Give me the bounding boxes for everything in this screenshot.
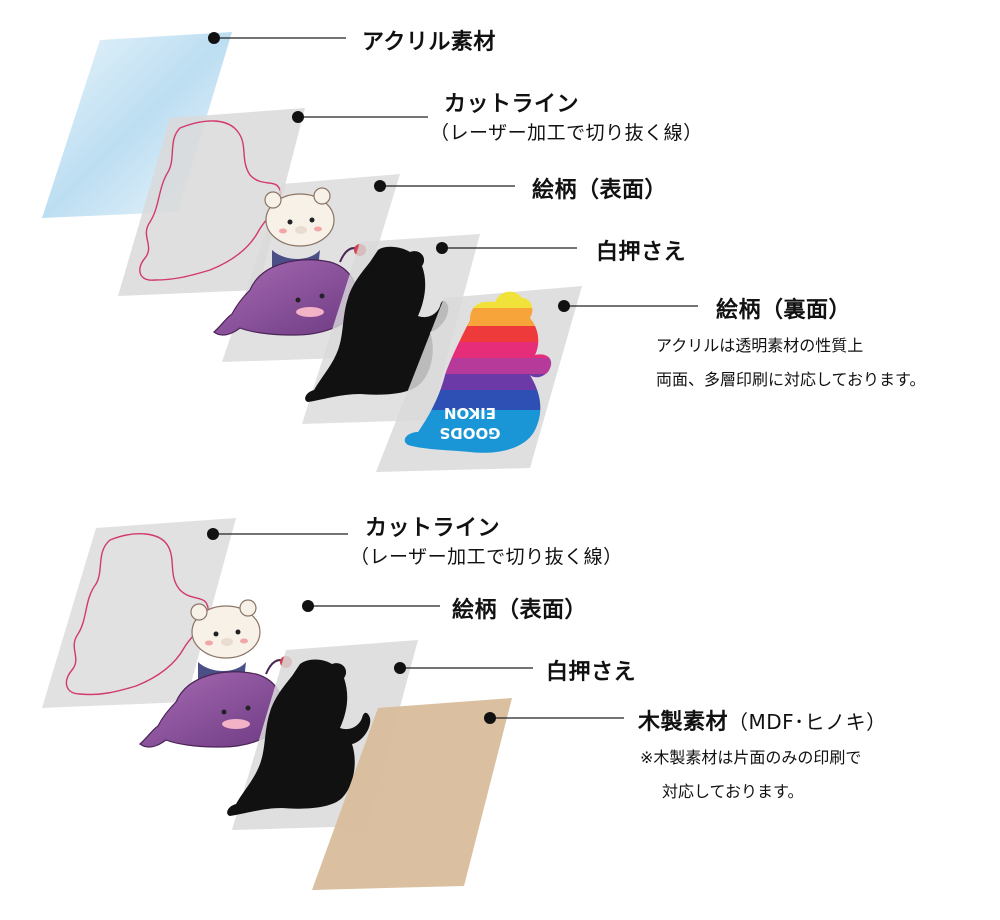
acrylic-back-print-label: 絵柄（裏面） [716, 298, 852, 323]
acrylic-leaders [214, 37, 698, 307]
wood-white-base-label: 白押さえ [546, 660, 637, 685]
wood-material-label: 木製素材（MDF･ヒノキ） [638, 704, 887, 736]
acrylic-back-print-dot [558, 300, 570, 312]
acrylic-cutline-dot [292, 111, 304, 123]
acrylic-material-label: アクリル素材 [362, 30, 496, 55]
wood-cutline-dot [207, 528, 219, 540]
acrylic-cutline-panel [118, 108, 305, 296]
wood-material-title: 木製素材 [638, 710, 729, 735]
wood-note-line-2: 対応しております。 [662, 782, 804, 801]
wood-front-print-dot [302, 600, 314, 612]
wood-leaders [213, 533, 624, 719]
acrylic-front-print-label: 絵柄（表面） [532, 178, 668, 203]
acrylic-back-print-panel: EIKON GOODS [376, 286, 582, 472]
wood-cutline-panel [42, 518, 236, 708]
wood-note-line-1: ※木製素材は片面のみの印刷で [640, 748, 862, 767]
wood-material-suffix: （MDF･ヒノキ） [728, 710, 887, 734]
white-base-silhouette [305, 246, 449, 402]
acrylic-note-line-1: アクリルは透明素材の性質上 [656, 336, 864, 355]
acrylic-cutline-path [139, 120, 282, 281]
wood-cutline-sublabel: （レーザー加工で切り抜く線） [350, 546, 623, 568]
acrylic-note-line-2: 両面、多層印刷に対応しております。 [656, 370, 926, 389]
wood-cutline-label: カットライン [365, 516, 501, 541]
back-print-text-2: GOODS [439, 424, 500, 442]
wood-white-base-dot [394, 662, 406, 674]
acrylic-white-base-dot [436, 242, 448, 254]
acrylic-cutline-label: カットライン [444, 92, 580, 117]
acrylic-material-dot [208, 32, 220, 44]
wood-material-dot [484, 712, 496, 724]
acrylic-front-print-dot [374, 180, 386, 192]
acrylic-white-base-label: 白押さえ [596, 240, 687, 265]
wood-front-print-label: 絵柄（表面） [452, 598, 588, 623]
white-base-silhouette [227, 659, 371, 816]
wood-material-panel [312, 698, 512, 890]
whale-character-icon [139, 656, 292, 748]
acrylic-section: EIKON GOODS [42, 32, 698, 472]
back-print-text-1: EIKON [444, 404, 496, 422]
acrylic-cutline-sublabel: （レーザー加工で切り抜く線） [430, 122, 703, 144]
wood-section [42, 518, 624, 890]
wood-cutline-path [65, 533, 209, 696]
wood-front-print [139, 599, 292, 748]
